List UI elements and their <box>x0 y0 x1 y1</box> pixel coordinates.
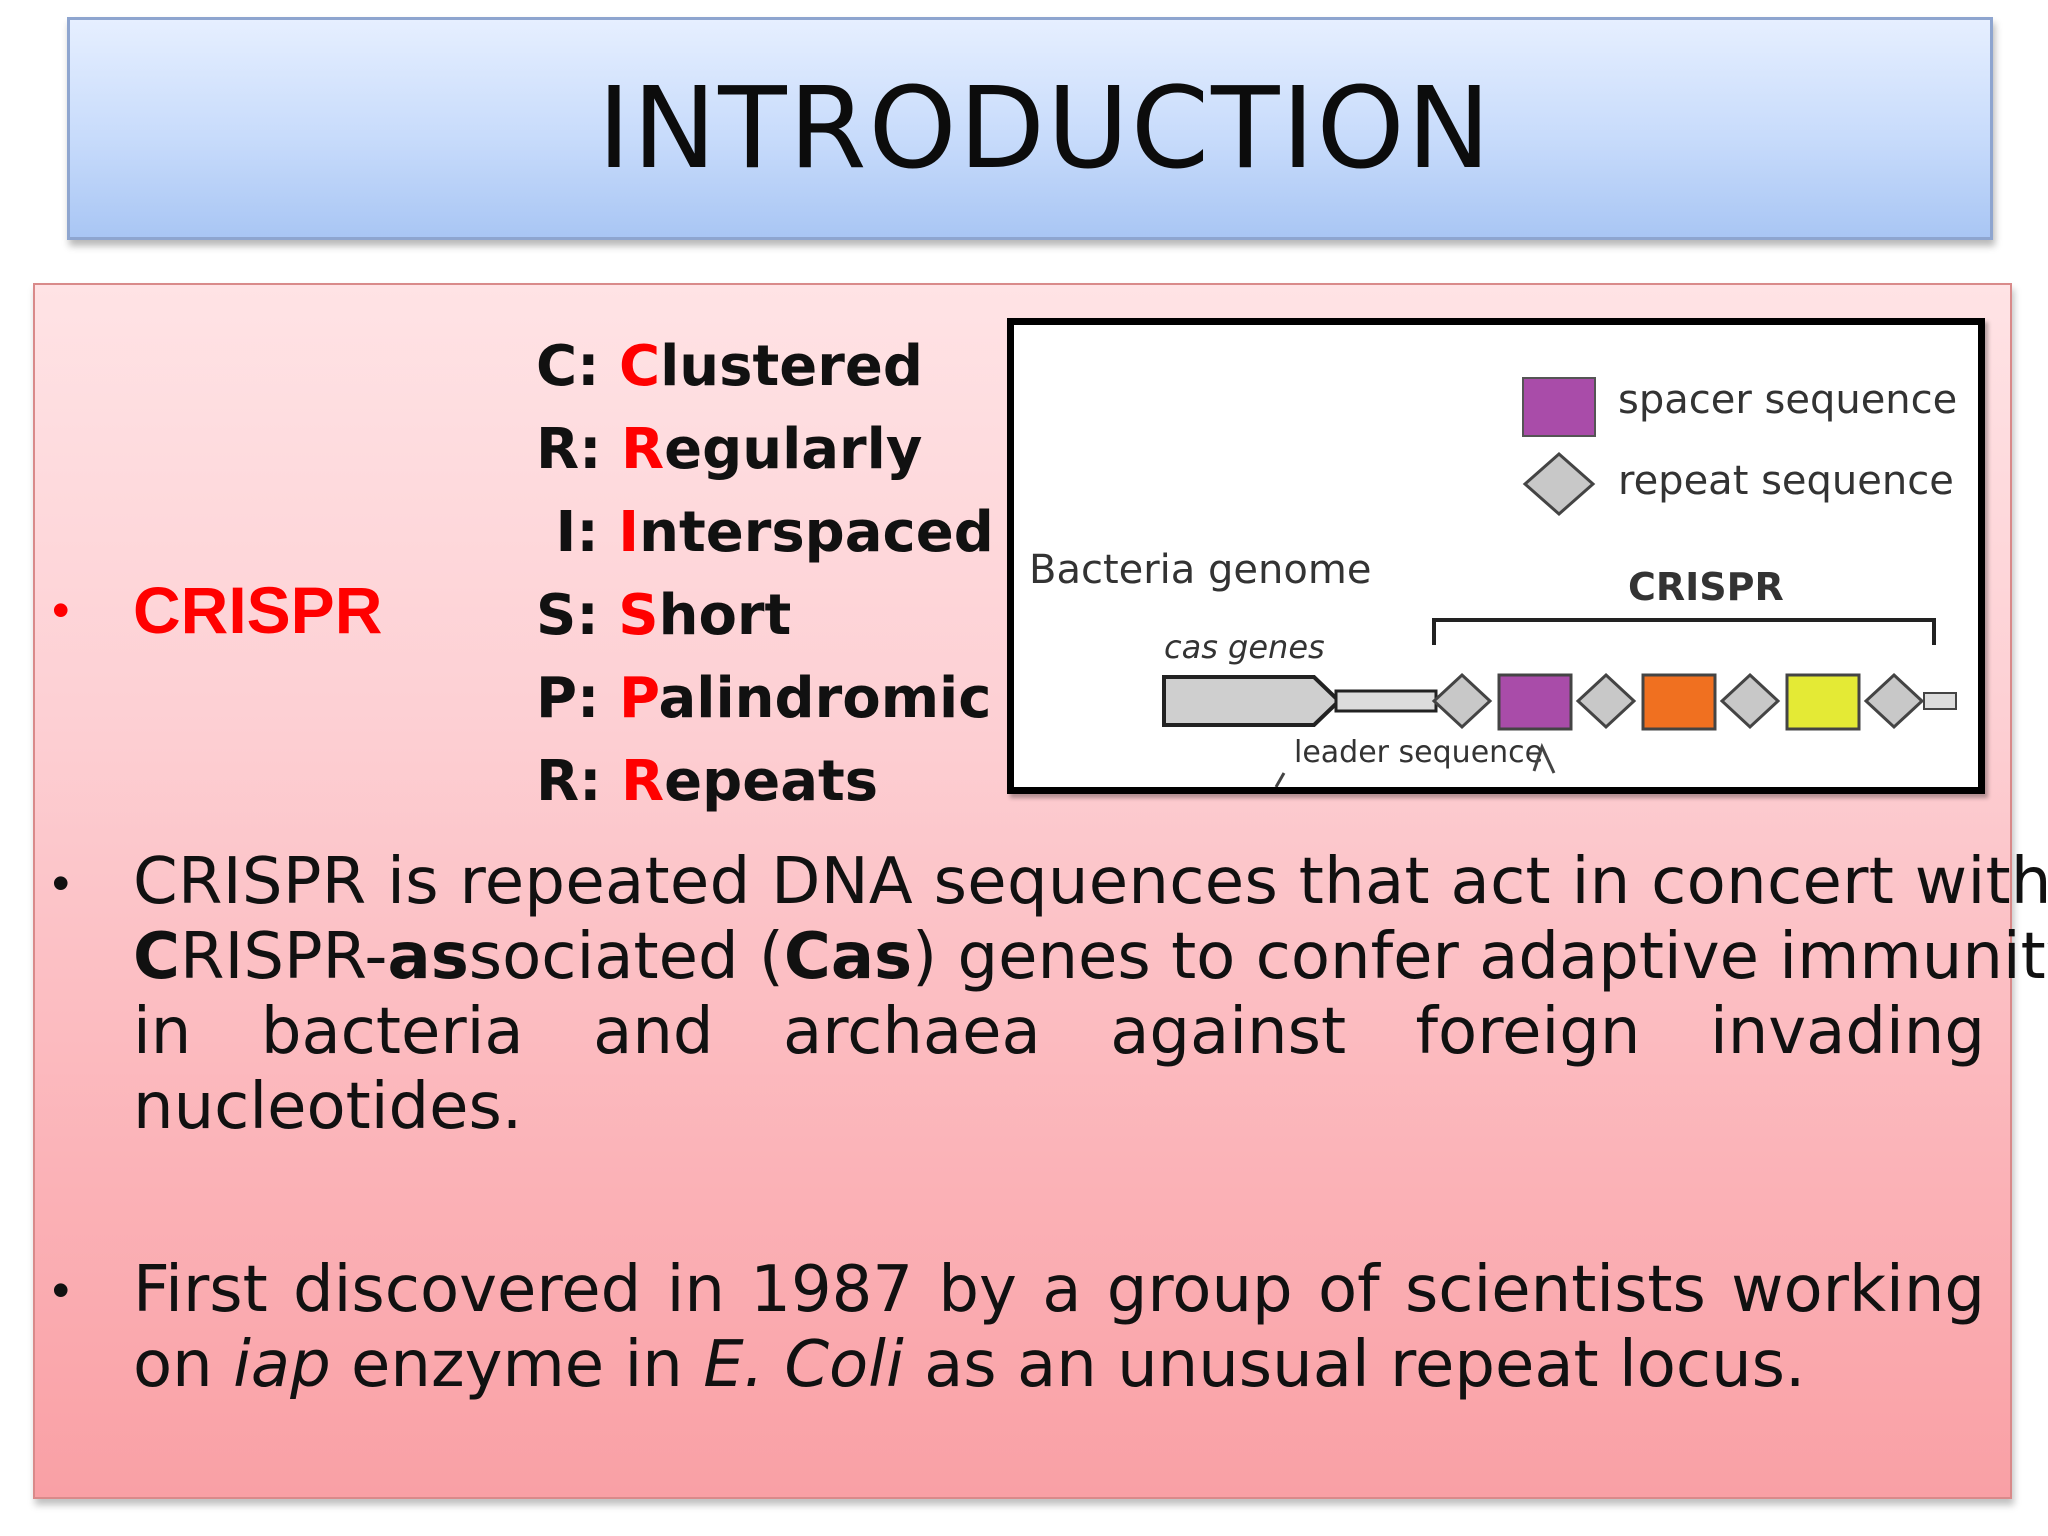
slide-title: INTRODUCTION <box>597 63 1493 194</box>
spacer-box <box>1641 673 1717 731</box>
repeat-diamond <box>1575 672 1637 730</box>
crispr-diagram: spacer sequence repeat sequence Bacteria… <box>1007 318 1985 794</box>
acronym-row: C: Clustered <box>536 334 923 399</box>
acronym-row: R: Regularly <box>536 417 923 482</box>
bullet-dot: • <box>52 855 70 911</box>
repeat-legend-label: repeat sequence <box>1618 458 1954 504</box>
leader-region <box>1334 689 1438 713</box>
text-line: on iap enzyme in E. Coli as an unusual r… <box>133 1328 1806 1402</box>
bullet-dot: • <box>52 582 70 638</box>
spacer-box <box>1497 673 1573 731</box>
repeat-legend-icon <box>1522 451 1596 517</box>
acronym-row: P: Palindromic <box>536 666 992 731</box>
paragraph-crispr-definition: CRISPR is repeated DNA sequences that ac… <box>133 845 2048 1145</box>
cas-gene-arrow <box>1162 675 1342 727</box>
bullet-dot: • <box>52 1262 70 1318</box>
cas-genes-label: cas genes <box>1164 628 1325 666</box>
genome-label: Bacteria genome <box>1029 547 1372 593</box>
acronym-list: C: Clustered R: Regularly I: Interspaced… <box>536 325 994 823</box>
crispr-array-label: CRISPR <box>1628 565 1784 609</box>
crispr-array-graphic <box>1162 618 1957 787</box>
spacer-legend-label: spacer sequence <box>1618 377 1958 423</box>
repeat-diamond <box>1719 672 1781 730</box>
crispr-heading: CRISPR <box>133 573 383 647</box>
text-line: nucleotides. <box>133 1070 523 1144</box>
text-line: CRISPR-associated (Cas) genes to confer … <box>133 920 2048 994</box>
leader-sequence-label: leader sequence <box>1294 735 1544 770</box>
repeat-diamond <box>1863 672 1925 730</box>
acronym-row: I: Interspaced <box>536 500 994 565</box>
title-banner: INTRODUCTION <box>67 17 1993 240</box>
acronym-row: S: Short <box>536 583 792 648</box>
spacer-legend-swatch <box>1522 377 1596 437</box>
acronym-row: R: Repeats <box>536 749 879 814</box>
text-line: CRISPR is repeated DNA sequences that ac… <box>133 845 2048 919</box>
spacer-box <box>1785 673 1861 731</box>
repeat-diamond <box>1431 672 1493 730</box>
